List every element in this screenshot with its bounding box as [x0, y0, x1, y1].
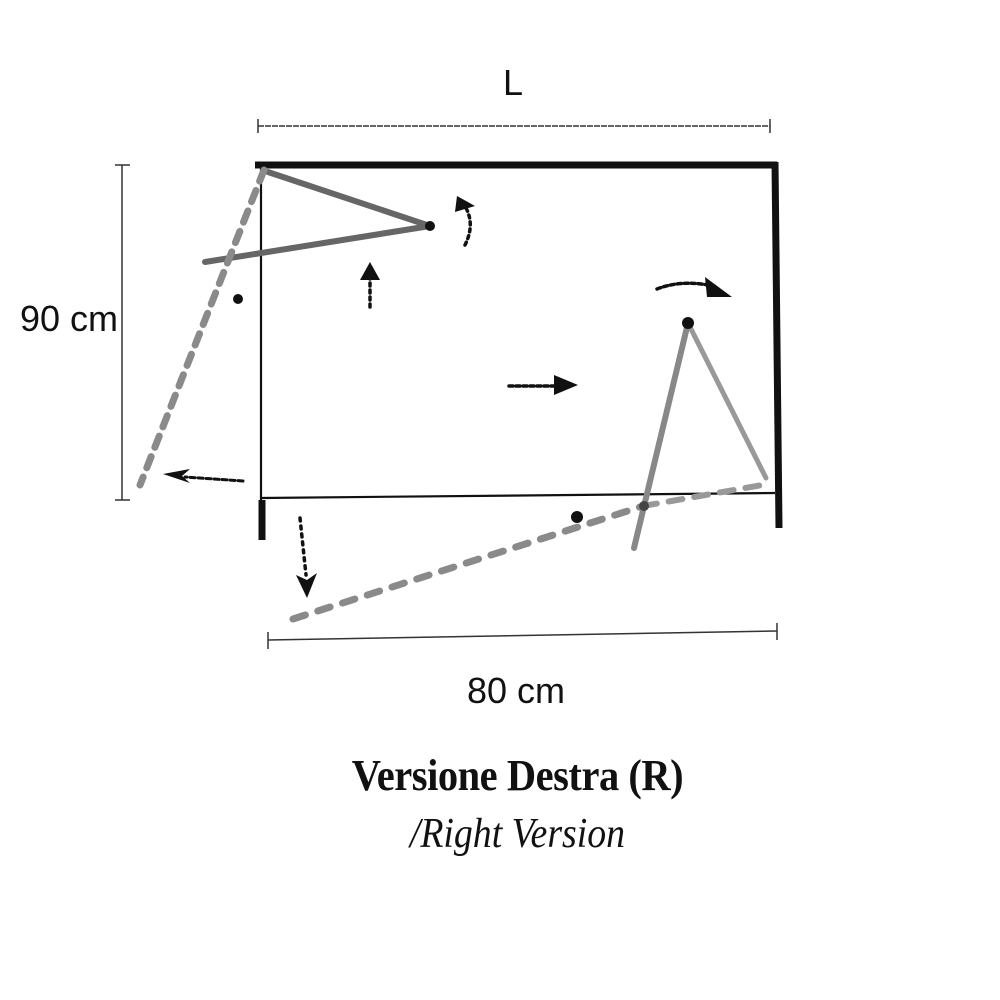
fixed-left-folding-panel: [202, 169, 435, 265]
movement-arrows: [163, 196, 732, 598]
diagram-subtitle: /Right Version: [409, 811, 626, 857]
arrow-right-icon: [507, 375, 578, 395]
bottom-dimension-line: [267, 623, 778, 649]
diagram-title: Versione Destra (R): [351, 751, 684, 800]
height-label: 90 cm: [20, 298, 119, 339]
arrow-left-icon: [163, 469, 245, 483]
arrow-curve-up-icon: [455, 196, 475, 247]
width-top-label: L: [503, 62, 524, 103]
bottom-door-swing-path: [289, 481, 771, 623]
left-dimension-line: [115, 164, 130, 501]
width-bottom-label: 80 cm: [467, 670, 566, 711]
arrow-curve-right-icon: [655, 277, 732, 297]
arrow-down-icon: [296, 516, 317, 598]
left-door-swing-path: [136, 166, 268, 489]
top-dimension-line: [257, 119, 771, 133]
right-folding-door: [631, 317, 769, 551]
shower-frame: [255, 161, 783, 540]
arrow-up-icon: [360, 262, 380, 309]
